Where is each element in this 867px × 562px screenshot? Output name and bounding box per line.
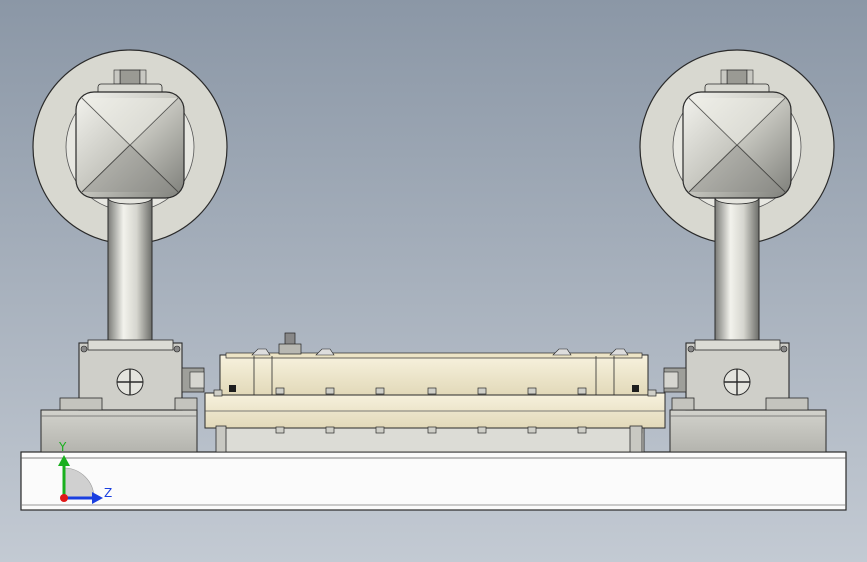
right-support-block[interactable] bbox=[669, 409, 827, 453]
left-gear-head bbox=[75, 69, 185, 199]
right-column-shaft bbox=[714, 194, 760, 344]
left-support-block[interactable] bbox=[40, 409, 198, 453]
triad-y-arrowhead bbox=[58, 455, 70, 466]
triad-origin-dot bbox=[60, 494, 68, 502]
triad-z-arrowhead bbox=[92, 492, 103, 504]
left-motor-housing bbox=[59, 339, 205, 411]
triad-y-label: Y bbox=[59, 440, 67, 454]
center-carriage[interactable] bbox=[204, 332, 666, 453]
right-column-assembly[interactable] bbox=[639, 49, 835, 411]
base-plate[interactable] bbox=[20, 451, 847, 511]
left-column-assembly[interactable] bbox=[32, 49, 228, 411]
right-gear-head bbox=[682, 69, 792, 199]
triad-z-label: Z bbox=[104, 486, 113, 500]
coordinate-triad bbox=[58, 455, 103, 504]
right-motor-housing bbox=[663, 339, 809, 411]
bolt-row-upper bbox=[213, 387, 657, 397]
left-column-shaft bbox=[107, 194, 153, 344]
